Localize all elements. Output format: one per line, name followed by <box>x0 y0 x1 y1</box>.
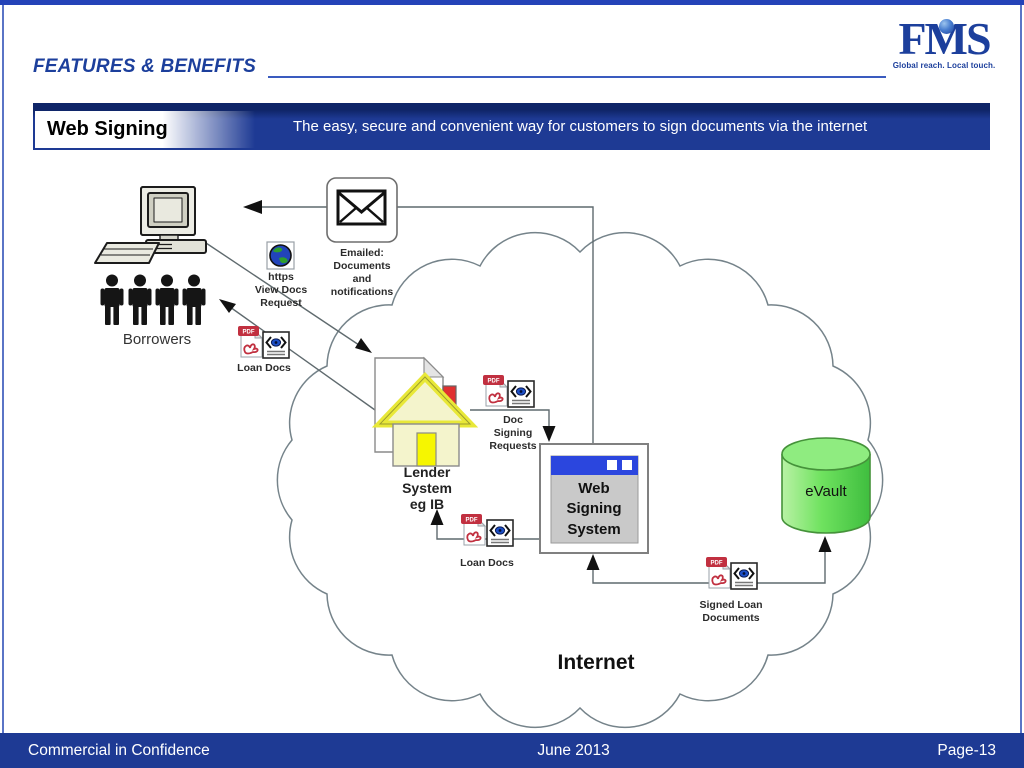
https-request-label: https View Docs Request <box>254 271 308 310</box>
arrow-into-websign-bottom <box>586 554 600 570</box>
house-door <box>416 432 437 467</box>
page-border-top <box>0 0 1024 5</box>
web-signing-system-icon <box>539 443 649 554</box>
lender-system-label: Lender System eg IB <box>402 464 452 513</box>
https-request-connector <box>205 242 363 348</box>
arrow-into-websign-top <box>542 426 556 442</box>
pdf-icon-signed <box>705 556 731 589</box>
evault-label: eVault <box>805 483 847 500</box>
doc-eye-icon-loan-in <box>486 519 514 547</box>
fms-logo: FMS Global reach. Local touch. <box>886 15 1002 71</box>
https-globe-icon <box>266 241 295 270</box>
doc-eye-icon-doc-signing <box>507 380 535 408</box>
loan-docs-out-label: Loan Docs <box>237 362 291 374</box>
web-signing-system-label: Web Signing System <box>566 480 622 538</box>
borrowers-label: Borrowers <box>122 331 192 348</box>
email-label: Emailed: Documents and notifications <box>330 247 394 299</box>
fms-logo-tagline: Global reach. Local touch. <box>892 61 996 71</box>
evault-icon <box>781 437 871 534</box>
globe-icon <box>939 19 954 34</box>
pdf-icon-loan-in <box>460 513 486 546</box>
arrow-to-borrowers <box>219 299 236 313</box>
page-border-left <box>2 5 4 733</box>
banner-subtitle: The easy, secure and convenient way for … <box>293 118 868 135</box>
arrow-to-lender <box>355 338 372 353</box>
borrowers-group-icon <box>100 274 206 325</box>
arrow-to-borrowers-pc <box>243 200 262 214</box>
doc-signing-requests-label: Doc Signing Requests <box>489 414 537 453</box>
pdf-icon-loan-out <box>237 325 263 358</box>
footer-bar: Commercial in Confidence June 2013 Page-… <box>0 733 1024 768</box>
page-border-right <box>1020 5 1022 733</box>
internet-label: Internet <box>557 651 635 674</box>
footer-confidential: Commercial in Confidence <box>28 741 210 759</box>
signed-loan-documents-label: Signed Loan Documents <box>699 599 763 625</box>
header-rule <box>268 76 886 78</box>
loan-docs-in-label: Loan Docs <box>460 557 514 569</box>
footer-page-number: Page-13 <box>937 741 996 759</box>
doc-eye-icon-loan-out <box>262 331 290 359</box>
banner-title: Web Signing <box>35 111 255 148</box>
arrow-into-evault <box>818 536 832 552</box>
arrow-to-lender-label <box>430 509 444 525</box>
computer-icon <box>94 186 207 264</box>
footer-date: June 2013 <box>537 741 610 759</box>
lender-system-icon <box>371 356 479 467</box>
section-banner: Web Signing The easy, secure and conveni… <box>33 103 990 150</box>
page-title: FEATURES & BENEFITS <box>33 56 257 77</box>
doc-signing-connector <box>470 409 550 427</box>
pdf-icon-doc-signing <box>482 374 508 407</box>
doc-eye-icon-signed <box>730 562 758 590</box>
email-icon <box>326 177 398 243</box>
loan-docs-out-connector <box>229 306 376 411</box>
